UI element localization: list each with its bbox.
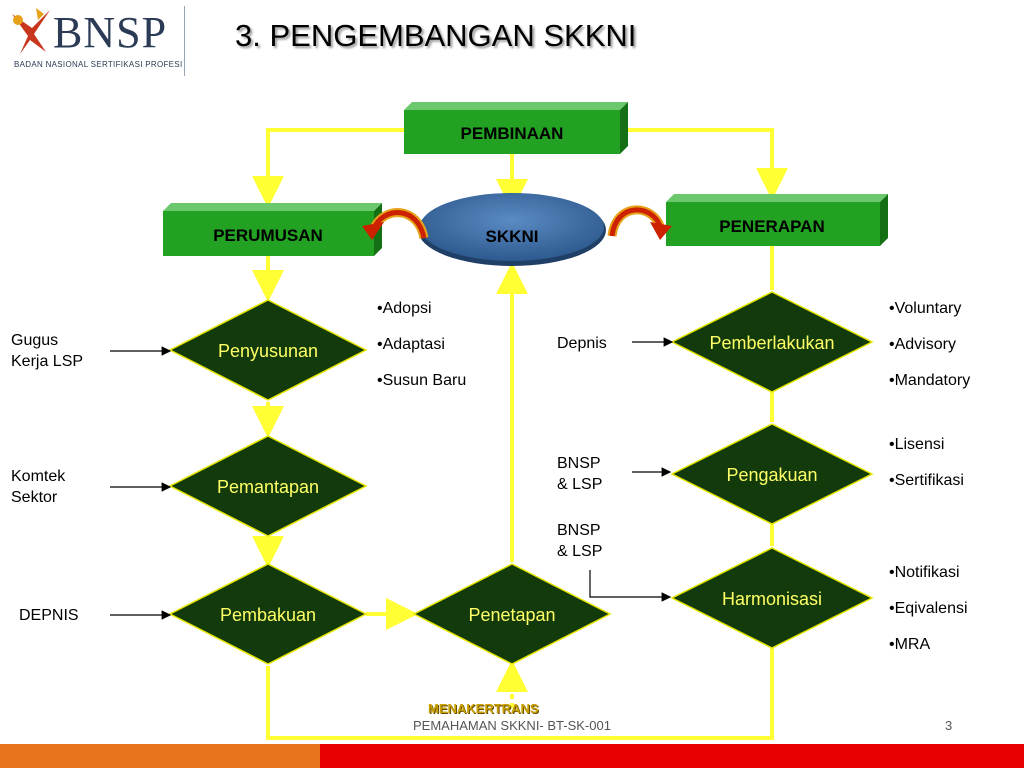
bullet-item: •Sertifikasi	[889, 472, 964, 489]
diamond-pembakuan: Pembakuan	[168, 563, 368, 665]
page-number: 3	[945, 718, 953, 733]
box-penerapan: PENERAPAN	[666, 194, 888, 246]
connector-pembinaan-right	[620, 128, 788, 200]
bullet-item: •Notifikasi	[889, 564, 960, 581]
input-bnsp1-line1: BNSP	[557, 455, 601, 472]
input-bnsp-lsp-1: BNSP & LSP	[557, 453, 602, 495]
box-pembinaan-label: PEMBINAAN	[461, 124, 564, 143]
bullet-item: •Adaptasi	[377, 336, 445, 353]
input-bnsp1-line2: & LSP	[557, 476, 603, 493]
diamond-pemantapan-label: Pemantapan	[217, 477, 319, 497]
diamond-penetapan: Penetapan	[412, 563, 612, 665]
curved-arrow-right-icon	[607, 205, 672, 240]
input-gugus-kerja-lsp: Gugus Kerja LSP	[11, 330, 83, 372]
bullet-item: •Advisory	[889, 336, 956, 353]
diamond-penyusunan-label: Penyusunan	[218, 341, 318, 361]
bullet-item: •Mandatory	[889, 372, 971, 389]
diamond-pemberlakukan-label: Pemberlakukan	[709, 333, 834, 353]
bullet-item: •Susun Baru	[377, 372, 467, 389]
diamond-penyusunan: Penyusunan	[168, 299, 368, 401]
bullet-item: •Lisensi	[889, 436, 945, 453]
input-komtek-sektor: Komtek Sektor	[11, 466, 65, 508]
box-penerapan-label: PENERAPAN	[719, 217, 824, 236]
input-komtek-line2: Sektor	[11, 489, 58, 506]
bullet-item: •MRA	[889, 636, 931, 653]
input-komtek-line1: Komtek	[11, 468, 66, 485]
bnsp-logo	[6, 6, 54, 58]
input-gugus-line2: Kerja LSP	[11, 353, 84, 370]
bullets-pengakuan: •Lisensi •Sertifikasi	[889, 434, 964, 491]
footer-bar-red	[320, 744, 1024, 768]
bullets-pemberlakukan: •Voluntary •Advisory •Mandatory	[889, 298, 970, 391]
input-gugus-line1: Gugus	[11, 332, 59, 349]
connectors	[252, 128, 788, 740]
connector-bottom-loop	[266, 648, 774, 740]
connector-pembinaan-left	[252, 128, 404, 208]
bullets-penyusunan: •Adopsi •Adaptasi •Susun Baru	[377, 298, 466, 391]
input-depnis-left: DEPNIS	[19, 607, 79, 624]
bullet-item: •Adopsi	[377, 300, 432, 317]
bullet-item: •Eqivalensi	[889, 600, 968, 617]
diamond-pembakuan-label: Pembakuan	[220, 605, 316, 625]
slide-title: 3. PENGEMBANGAN SKKNI	[235, 18, 637, 53]
input-bnsp-lsp-2: BNSP & LSP	[557, 520, 602, 562]
diamond-pemberlakukan: Pemberlakukan	[670, 291, 874, 393]
box-pembinaan: PEMBINAAN	[404, 102, 628, 154]
diamond-pengakuan: Pengakuan	[670, 423, 874, 525]
input-depnis-right: Depnis	[557, 335, 607, 352]
header-divider	[184, 6, 185, 76]
curved-arrow-left-icon	[362, 208, 429, 240]
diamond-pengakuan-label: Pengakuan	[726, 465, 817, 485]
skkni-oval: SKKNI	[418, 193, 606, 266]
bullet-item: •Voluntary	[889, 300, 962, 317]
input-bnsp2-line2: & LSP	[557, 543, 603, 560]
footer-bar-orange	[0, 744, 320, 768]
diamond-pemantapan: Pemantapan	[168, 435, 368, 537]
input-arrows	[110, 337, 674, 620]
skkni-label: SKKNI	[486, 227, 539, 246]
diamond-harmonisasi: Harmonisasi	[670, 547, 874, 649]
logo-subtitle: BADAN NASIONAL SERTIFIKASI PROFESI	[14, 60, 183, 69]
diamond-harmonisasi-label: Harmonisasi	[722, 589, 822, 609]
input-bnsp2-line1: BNSP	[557, 522, 601, 539]
menakertrans-label: MENAKERTRANS	[428, 701, 539, 716]
arrow-bnsp-harmonisasi	[589, 570, 672, 602]
bullets-harmonisasi: •Notifikasi •Eqivalensi •MRA	[889, 562, 968, 655]
bnsp-logo-icon	[12, 8, 50, 54]
box-perumusan-label: PERUMUSAN	[213, 226, 323, 245]
box-perumusan: PERUMUSAN	[163, 203, 382, 256]
footer-text: PEMAHAMAN SKKNI- BT-SK-001	[413, 718, 611, 733]
logo-text: BNSP	[53, 8, 168, 57]
diamond-penetapan-label: Penetapan	[468, 605, 555, 625]
